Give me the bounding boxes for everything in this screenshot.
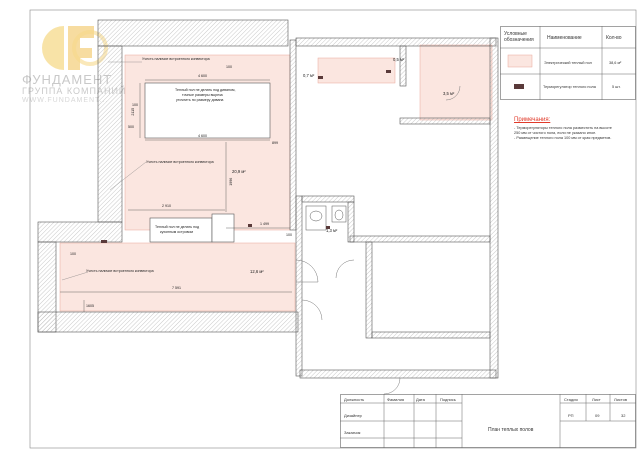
kitchen-island-note-2: кухонным островом bbox=[160, 230, 193, 234]
heated-zone-hall bbox=[317, 57, 396, 84]
legend-header-symbol: Условные обозначения bbox=[504, 31, 534, 43]
legend-header-name: Наименование bbox=[547, 35, 582, 41]
sheet-frame bbox=[29, 9, 637, 449]
dim-4600-mid: 4 600 bbox=[198, 134, 207, 138]
heated-zone-living bbox=[124, 54, 291, 231]
sofa-note-line-1: Теплый пол не делать под диваном, bbox=[175, 88, 236, 92]
dim-4600-top: 4 600 bbox=[198, 74, 207, 78]
logo-mark-icon bbox=[42, 26, 108, 70]
area-kitchen: 12,6 м² bbox=[250, 269, 264, 274]
dim-1605: 1605 bbox=[86, 304, 94, 308]
title-role-header: Должность bbox=[344, 397, 365, 402]
dim-899: 899 bbox=[272, 141, 278, 145]
walls bbox=[37, 19, 499, 379]
title-sheets-header: Листов bbox=[614, 397, 627, 402]
brand-name: ФУНДАМЕНТ bbox=[22, 72, 113, 87]
legend-row-qty: 38,6 м² bbox=[609, 61, 622, 65]
area-living: 20,9 м² bbox=[232, 169, 246, 174]
title-sheet-header: Лист bbox=[592, 397, 601, 402]
dim-100-a: 100 bbox=[132, 103, 138, 107]
heated-zone-room-right bbox=[419, 44, 493, 121]
title-col-sign: Подпись bbox=[440, 397, 456, 402]
dim-100-b: 100 bbox=[226, 65, 232, 69]
kitchen-island-note-1: Теплый пол не делать под bbox=[155, 225, 200, 229]
title-col-surname: Фамилия bbox=[387, 397, 404, 402]
area-room-right: 3,5 м² bbox=[443, 91, 455, 96]
area-hall-b: 0,5 м² bbox=[393, 57, 405, 62]
legend-row-qty: 5 шт. bbox=[612, 85, 621, 89]
dim-100-c: 100 bbox=[70, 252, 76, 256]
title-block bbox=[340, 394, 636, 448]
note-line: - Терморегуляторы теплого пола разместит… bbox=[514, 126, 612, 130]
dim-500: 500 bbox=[128, 125, 134, 129]
title-sheet-value: 09 bbox=[595, 413, 600, 418]
dim-1996: 1996 bbox=[229, 177, 234, 186]
heated-zone-kitchen bbox=[59, 242, 296, 312]
legend-row-name: Терморегулятор теплого пола bbox=[543, 85, 596, 89]
dim-7591: 7 591 bbox=[172, 286, 181, 290]
sofa-note-line-3: уточнить по размеру дивана bbox=[176, 98, 224, 102]
title-sheets-value: 32 bbox=[621, 413, 626, 418]
legend-row-name: Электрический теплый пол bbox=[544, 61, 592, 65]
title-role-customer: Заказчик bbox=[344, 430, 361, 435]
brand-website: WWW.FUNDAMENT... bbox=[22, 97, 109, 104]
note-line: 250 мм от чистого пола, если не указано … bbox=[514, 131, 597, 135]
title-role-designer: Дизайнер bbox=[344, 413, 362, 418]
sofa-note-line-2: точные размеры выреза bbox=[182, 93, 223, 97]
leader-lines bbox=[61, 61, 147, 281]
notes-title: Примечания: bbox=[514, 117, 551, 123]
dim-2910: 2 910 bbox=[162, 204, 171, 208]
title-stage-header: Стадия bbox=[564, 397, 578, 402]
legend-table bbox=[500, 26, 636, 100]
brand-subtitle: ГРУППА КОМПАНИЙ bbox=[22, 86, 127, 96]
title-col-date: Дата bbox=[416, 397, 425, 402]
dimension-lines bbox=[60, 79, 292, 312]
legend-swatch-heated-floor bbox=[507, 54, 533, 68]
kitchen-island bbox=[149, 217, 213, 243]
note-line: - Размещение теплого пола 100 мм от края… bbox=[514, 136, 612, 140]
thermostat-markers bbox=[101, 70, 391, 243]
area-bath: 1,3 м² bbox=[326, 228, 338, 233]
sheet-title: План теплых полов bbox=[488, 427, 534, 433]
legend-header-qty: Кол-во bbox=[606, 35, 622, 41]
convector-note-middle: Учесть наличие встроенного конвектора bbox=[146, 160, 214, 164]
dim-100-d: 100 bbox=[286, 233, 292, 237]
dim-2115: 2115 bbox=[131, 107, 136, 116]
convector-note-bottom: Учесть наличие встроенного конвектора bbox=[86, 269, 154, 273]
bathroom-fixtures bbox=[305, 205, 347, 231]
dim-1499: 1 499 bbox=[260, 222, 269, 226]
area-hall-a: 0,7 м² bbox=[303, 73, 315, 78]
convector-note-top: Учесть наличие встроенного конвектора bbox=[142, 57, 210, 61]
sofa-cutout bbox=[144, 82, 271, 139]
legend-swatch-thermostat bbox=[514, 84, 524, 89]
title-stage-value: РП bbox=[568, 413, 574, 418]
door-swings bbox=[295, 85, 461, 395]
